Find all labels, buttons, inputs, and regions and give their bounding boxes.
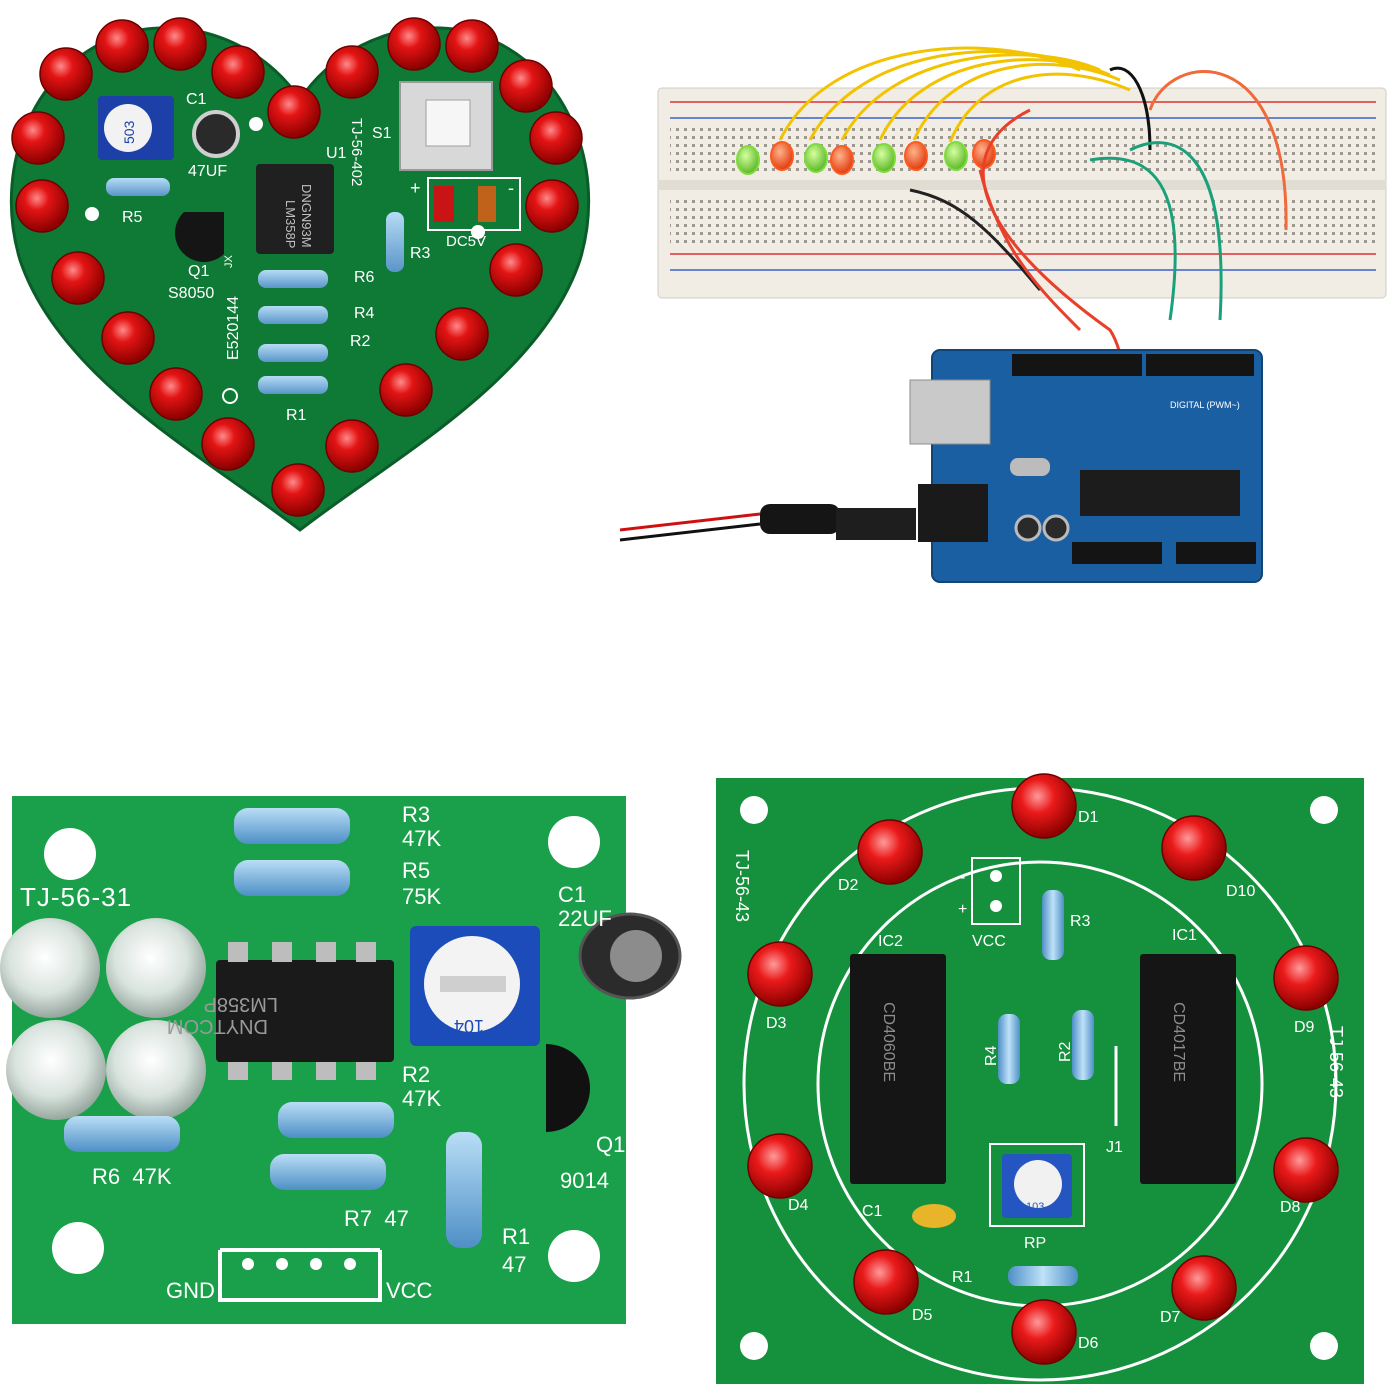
- circle-r2-label: R2: [1057, 1041, 1074, 1062]
- breadboard-led-3: [804, 143, 828, 173]
- lm358-c1-value: 22UF: [558, 906, 612, 931]
- lm358-r3-label: R3: [402, 802, 430, 827]
- circle-vcc-label: VCC: [972, 933, 1006, 950]
- lm358-r1-value: 47: [502, 1252, 526, 1277]
- breadboard-led-6: [904, 141, 928, 171]
- lm358-ic-text-2: DNYTCOM: [167, 1015, 268, 1037]
- arduino-breadboard-photo: DIGITAL (PWM~): [610, 30, 1397, 600]
- heart-resistors: [106, 178, 404, 394]
- circle-leds: [747, 773, 1339, 1365]
- lm358-pot-code: 104: [454, 1016, 484, 1036]
- lm358-q1-label: Q1: [596, 1132, 625, 1157]
- heart-q1-label: Q1: [188, 263, 209, 280]
- lm358-sound-board-photo: LM358P DNYTCOM 104 TJ-56-31 R3 47K R5 75…: [0, 780, 700, 1340]
- circle-pcb: [716, 778, 1364, 1384]
- lm358-r2-label: R2: [402, 1062, 430, 1087]
- breadboard-led-7: [944, 141, 968, 171]
- heart-r4-label: R4: [354, 305, 375, 322]
- circle-d10-label: D10: [1226, 883, 1255, 900]
- lm358-r1-label: R1: [502, 1224, 530, 1249]
- lm358-ic-text-1: LM358P: [204, 993, 279, 1015]
- jumper-wires: [778, 46, 1288, 521]
- circle-d2-label: D2: [838, 877, 859, 894]
- circle-d9-label: D9: [1294, 1019, 1315, 1036]
- heart-s1-label: S1: [372, 125, 392, 142]
- circle-d5-label: D5: [912, 1307, 933, 1324]
- circle-d1-label: D1: [1078, 809, 1099, 826]
- lm358-r3-value: 47K: [402, 826, 441, 851]
- heart-u1-label: U1: [326, 145, 347, 162]
- circle-ic1-label: IC1: [1172, 927, 1197, 944]
- lm358-q1-part: 9014: [560, 1168, 609, 1193]
- circle-ic2-text: CD4060BE: [880, 1002, 897, 1082]
- lm358-c1-label: C1: [558, 882, 586, 907]
- heart-ic-text-1: LM358P: [283, 200, 298, 248]
- arduino-uno-board: [931, 349, 1263, 583]
- clear-leds: [0, 918, 206, 1120]
- circle-c1-label: C1: [862, 1203, 883, 1220]
- circle-r3-label: R3: [1070, 913, 1091, 930]
- circle-ic1-text: CD4017BE: [1170, 1002, 1187, 1082]
- lm358-r2-value: 47K: [402, 1086, 441, 1111]
- circle-board-code-left: TJ-56-43: [732, 850, 752, 922]
- lm358-r7-label: R7 47: [344, 1206, 409, 1231]
- circle-d3-label: D3: [766, 1015, 787, 1032]
- breadboard-led-5: [872, 143, 896, 173]
- lm358-board-code: TJ-56-31: [20, 882, 132, 912]
- circle-plus: +: [958, 901, 967, 918]
- lm358-r5-value: 75K: [402, 884, 441, 909]
- circle-d7-label: D7: [1160, 1309, 1181, 1326]
- breadboard-leds: [736, 139, 996, 175]
- breadboard-led-1: [736, 145, 760, 175]
- ul-logo: [222, 388, 238, 404]
- heart-c1-value: 47UF: [188, 163, 227, 180]
- heart-c1-label: C1: [186, 91, 207, 108]
- circle-ic2-label: IC2: [878, 933, 903, 950]
- circle-j1-label: J1: [1106, 1139, 1123, 1156]
- lm358-vcc-label: VCC: [386, 1278, 433, 1303]
- heart-r1-label: R1: [286, 407, 307, 424]
- rotating-led-board-photo: CD4060BE CD4017BE 103 TJ-56-43 TJ-56-43 …: [710, 770, 1380, 1390]
- circle-board-code-right: TJ-56-43: [1326, 1026, 1346, 1098]
- heart-r2-label: R2: [350, 333, 371, 350]
- circle-d4-label: D4: [788, 1197, 809, 1214]
- circle-rp-label: RP: [1024, 1235, 1046, 1252]
- heart-r3-label: R3: [410, 245, 431, 262]
- lm358-r6-label: R6 47K: [92, 1164, 172, 1189]
- breadboard-led-2: [770, 141, 794, 171]
- circle-r4-label: R4: [983, 1045, 1000, 1066]
- heart-board-code: TJ-56-402: [348, 118, 365, 186]
- heart-power-label: DC5V: [446, 233, 486, 250]
- heart-q1-part: S8050: [168, 285, 214, 302]
- heart-cert-code: E520144: [225, 296, 242, 360]
- circle-pot-code: 103: [1026, 1201, 1044, 1213]
- heart-r6-label: R6: [354, 269, 375, 286]
- heart-ic-text-2: DNGN93M: [299, 184, 314, 248]
- heart-plus: +: [410, 178, 421, 198]
- circle-r1-label: R1: [952, 1269, 973, 1286]
- breadboard-led-4: [830, 145, 854, 175]
- heart-led-board-photo: 503 LM358P DNGN93M C1 47UF U1 TJ-56-402 …: [0, 0, 600, 560]
- lm358-r5-label: R5: [402, 858, 430, 883]
- circle-d6-label: D6: [1078, 1335, 1099, 1352]
- heart-r5-label: R5: [122, 209, 143, 226]
- circle-d8-label: D8: [1280, 1199, 1301, 1216]
- circle-minus: -: [960, 869, 965, 886]
- heart-minus: -: [508, 178, 514, 198]
- red-led-ring: [11, 17, 583, 517]
- lm358-gnd-label: GND: [166, 1278, 215, 1303]
- heart-pot-code: 503: [121, 120, 137, 144]
- heart-jx-label: JX: [223, 255, 235, 269]
- arduino-digital-label: DIGITAL (PWM~): [1170, 400, 1240, 410]
